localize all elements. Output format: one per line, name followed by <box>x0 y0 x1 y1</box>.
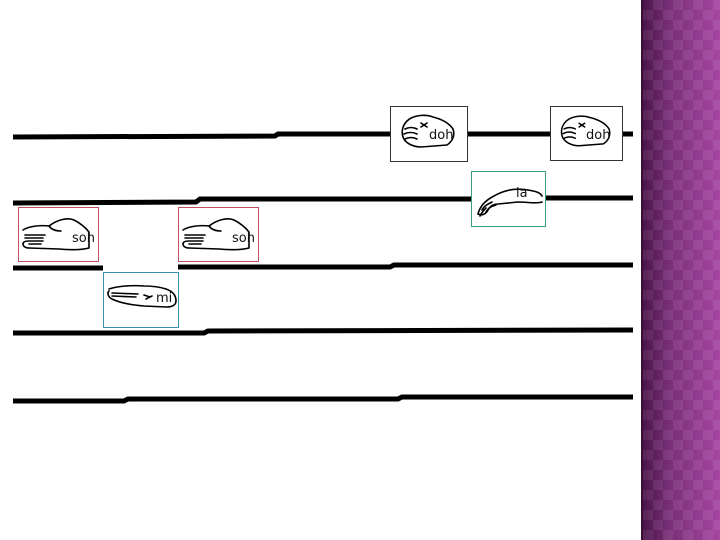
syllable-label: doh <box>586 129 610 142</box>
syllable-label: la <box>516 187 528 200</box>
staff-line-1 <box>13 134 390 137</box>
hand-sign-card-mi: mi <box>103 272 179 328</box>
hand-drooping-icon <box>472 172 547 228</box>
syllable-label: soh <box>72 232 95 245</box>
staff-line-2 <box>13 199 471 203</box>
hand-sign-card-la: la <box>471 171 546 227</box>
staff-line-5 <box>13 397 633 401</box>
syllable-label: soh <box>232 232 255 245</box>
staff-line-3b <box>178 265 633 267</box>
decorative-sidebar <box>643 0 720 540</box>
staff-line-4 <box>13 330 633 333</box>
hand-sign-card-soh: soh <box>178 207 259 262</box>
staff <box>0 0 643 540</box>
syllable-label: mi <box>156 292 172 305</box>
syllable-label: doh <box>429 129 453 142</box>
hand-sign-card-soh: soh <box>18 207 99 262</box>
hand-sign-card-doh: doh <box>550 106 623 161</box>
slide-canvas: soh mi soh <box>0 0 643 540</box>
hand-sign-card-doh: doh <box>390 106 468 162</box>
